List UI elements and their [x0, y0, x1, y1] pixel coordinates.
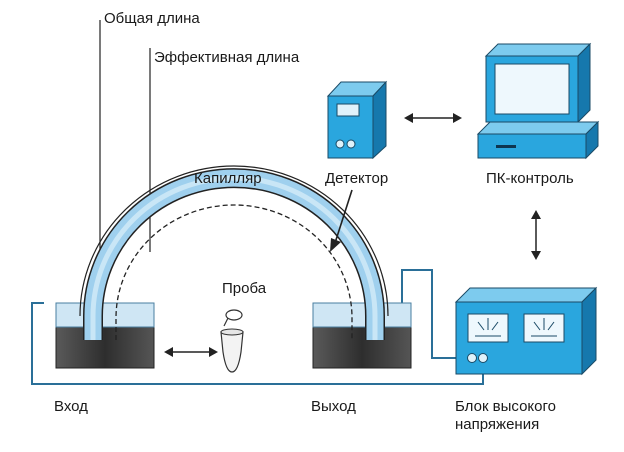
hv-unit-label-line2: напряжения: [455, 416, 540, 433]
high-voltage-unit-icon: [454, 286, 598, 376]
pc-hv-double-arrow-icon: [531, 210, 541, 260]
capillary-tube: [79, 165, 389, 340]
hv-unit-label-line1: Блок высокого: [455, 398, 556, 415]
circuit-wire: [31, 302, 484, 385]
capillary-label: Капилляр: [194, 170, 262, 187]
effective-length-label: Эффективная длина: [154, 49, 300, 66]
sample-vial-icon: [220, 309, 244, 373]
total-length-label: Общая длина: [104, 10, 200, 27]
outlet-label: Выход: [311, 398, 356, 415]
computer-monitor-icon: [476, 42, 600, 160]
detector-pointer: [330, 189, 353, 252]
detector-pc-double-arrow-icon: [404, 113, 462, 123]
outlet-beaker-icon: [312, 302, 412, 369]
inlet-label: Вход: [54, 398, 88, 415]
inlet-beaker-icon: [55, 302, 155, 369]
transfer-double-arrow-icon: [164, 347, 218, 357]
detector-box-icon: [326, 80, 388, 160]
sample-label: Проба: [222, 280, 267, 297]
detector-label: Детектор: [325, 170, 389, 187]
pc-control-label: ПК-контроль: [486, 170, 574, 187]
